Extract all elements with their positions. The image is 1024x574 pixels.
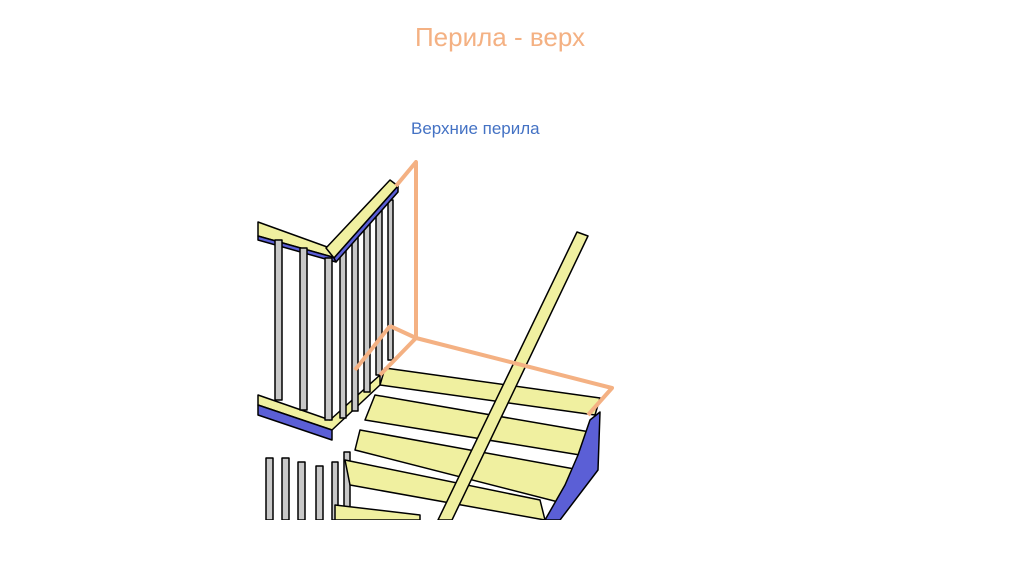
upper-balusters bbox=[274, 199, 394, 421]
staircase-drawing bbox=[257, 160, 614, 520]
top-railing-caption: Верхние перила bbox=[411, 119, 540, 138]
stair-stringer bbox=[544, 411, 601, 520]
stair-handrail bbox=[325, 179, 399, 259]
top-railing-highlight bbox=[353, 160, 614, 417]
long-handrail bbox=[437, 231, 589, 520]
lower-balusters bbox=[265, 451, 351, 520]
slide-title: Перила - верх bbox=[414, 22, 585, 52]
